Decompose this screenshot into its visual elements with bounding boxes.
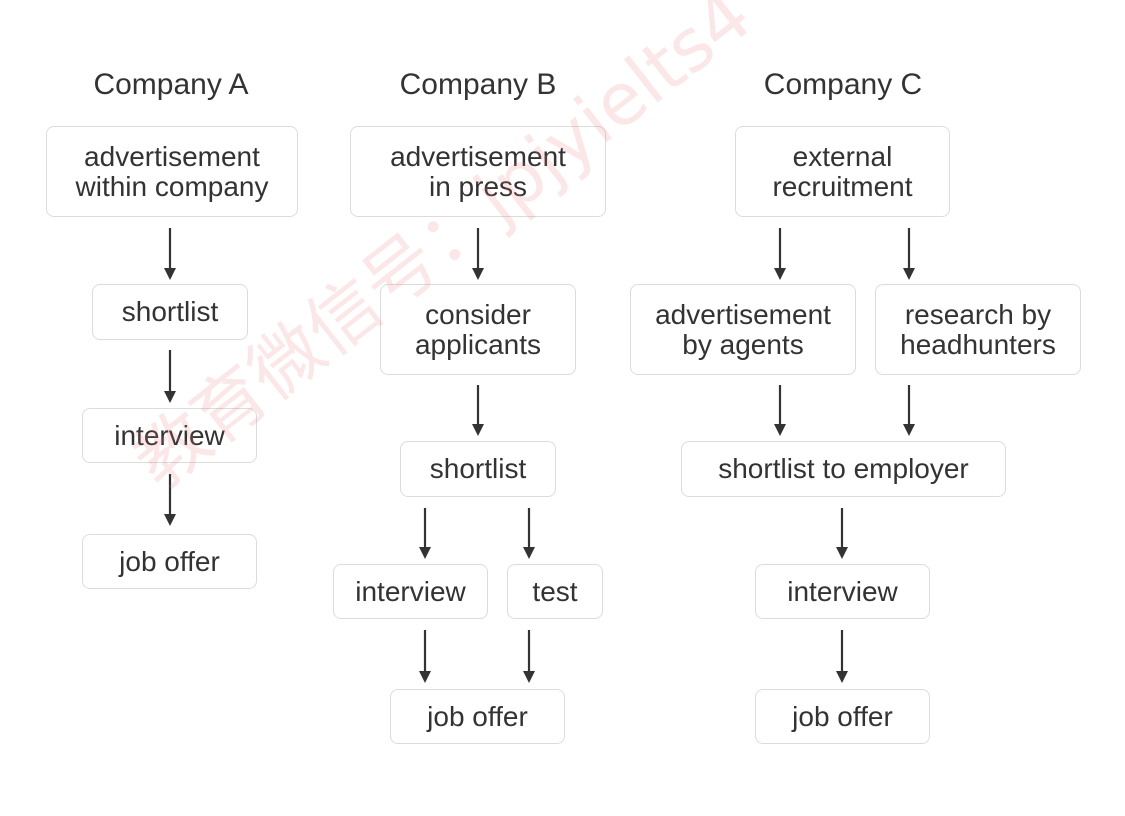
node-job-offer-b: job offer	[390, 689, 565, 744]
column-title-company-a: Company A	[93, 68, 249, 101]
node-shortlist-a: shortlist	[92, 284, 248, 340]
column-title-company-c: Company C	[763, 68, 923, 101]
node-consider-applicants: consider applicants	[380, 284, 576, 375]
node-advertisement-in-press: advertisement in press	[350, 126, 606, 217]
node-interview-a: interview	[82, 408, 257, 463]
node-advertisement-by-agents: advertisement by agents	[630, 284, 856, 375]
node-research-by-headhunters: research by headhunters	[875, 284, 1081, 375]
node-shortlist-b: shortlist	[400, 441, 556, 497]
node-job-offer-a: job offer	[82, 534, 257, 589]
node-test: test	[507, 564, 603, 619]
node-interview-c: interview	[755, 564, 930, 619]
node-advertisement-within-company: advertisement within company	[46, 126, 298, 217]
column-title-company-b: Company B	[399, 68, 557, 101]
node-external-recruitment: external recruitment	[735, 126, 950, 217]
node-shortlist-to-employer: shortlist to employer	[681, 441, 1006, 497]
node-interview-b: interview	[333, 564, 488, 619]
node-job-offer-c: job offer	[755, 689, 930, 744]
